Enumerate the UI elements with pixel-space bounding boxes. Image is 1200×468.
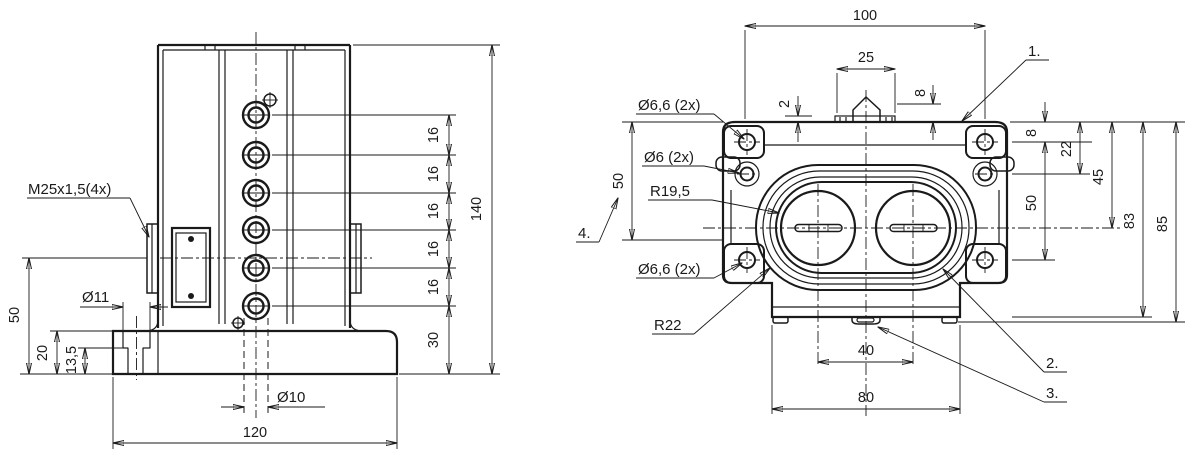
top-right-dims: 8 22 45 50 83 85 [958,102,1185,322]
label-r22: R22 [654,317,682,334]
dim-50: 50 [7,307,23,323]
label-thread: M25x1,5(4x) [27,181,149,237]
top-left-dim-50: 50 [611,122,723,240]
mounting-holes [734,129,998,273]
dim-83: 83 [1122,213,1138,229]
dim-16: 16 [426,241,442,257]
top-body-outline [721,120,1009,319]
side-notch-right [989,156,1015,172]
cover-plate [170,226,212,309]
dim-20: 20 [35,345,51,361]
top-dims: 100 25 8 2 [745,8,985,142]
dim-d11: Ø11 [80,289,168,331]
dim-16: 16 [426,127,442,143]
top-bottom-dims: 40 80 [772,325,960,414]
plate-screw [188,293,194,299]
dim-85: 85 [1155,216,1171,232]
datum-cross [231,92,278,330]
dim-13-5: 13,5 [64,346,80,374]
callouts: 1. 2. 3. 4. [576,43,1067,403]
top-tab [834,95,896,123]
feet [772,316,958,325]
callout-1: 1. [1028,43,1041,60]
dim-8-top: 8 [913,89,929,97]
dim-2: 2 [777,100,793,108]
callout-4: 4. [578,225,591,242]
dim-d10: Ø10 [221,389,325,407]
dim-50-left: 50 [611,173,627,189]
label-m25: M25x1,5(4x) [28,181,111,198]
dim-16: 16 [426,166,442,182]
pocket-d6-left [734,161,760,187]
section-hatch [112,330,159,375]
label-d66-top: Ø6,6 (2x) [638,97,701,114]
label-d66-bottom: Ø6,6 (2x) [638,261,701,278]
callout-3: 3. [1046,385,1059,402]
label-d6: Ø6 (2x) [644,149,694,166]
corner-lobe [723,125,765,159]
pocket-d6-right [972,161,998,187]
dim-40: 40 [858,343,874,359]
dim-45: 45 [1091,169,1107,185]
corner-lobe [723,243,765,284]
top-view: 100 25 8 2 8 [576,8,1185,416]
dim-8-right: 8 [1024,129,1040,137]
front-right-dims: 16 16 16 16 16 30 140 [272,45,500,374]
leader-labels: Ø6,6 (2x) Ø6 (2x) R19,5 Ø6,6 (2x) R22 [636,97,779,335]
front-left-dims: 50 20 13,5 [7,258,123,374]
front-base [111,329,399,376]
front-body-outline [146,43,362,332]
callout-2: 2. [1046,355,1059,372]
dim-16: 16 [426,279,442,295]
dim-120: 120 [113,377,397,449]
corner-lobe [965,125,1007,159]
dim-25: 25 [858,50,874,66]
label-d11: Ø11 [82,289,109,306]
front-view: 16 16 16 16 16 30 140 50 20 13,5 Ø11 [7,32,500,449]
dim-50-right: 50 [1024,195,1040,211]
dim-16: 16 [426,203,442,219]
plate-screw [188,236,194,242]
label-d10: Ø10 [277,389,305,406]
dim-100: 100 [853,8,877,24]
dim-80: 80 [858,390,874,406]
label-r19-5: R19,5 [650,183,690,200]
dim-22: 22 [1059,141,1075,157]
dim-30: 30 [426,332,442,348]
dim-140: 140 [469,197,485,221]
dim-120-text: 120 [243,425,267,441]
